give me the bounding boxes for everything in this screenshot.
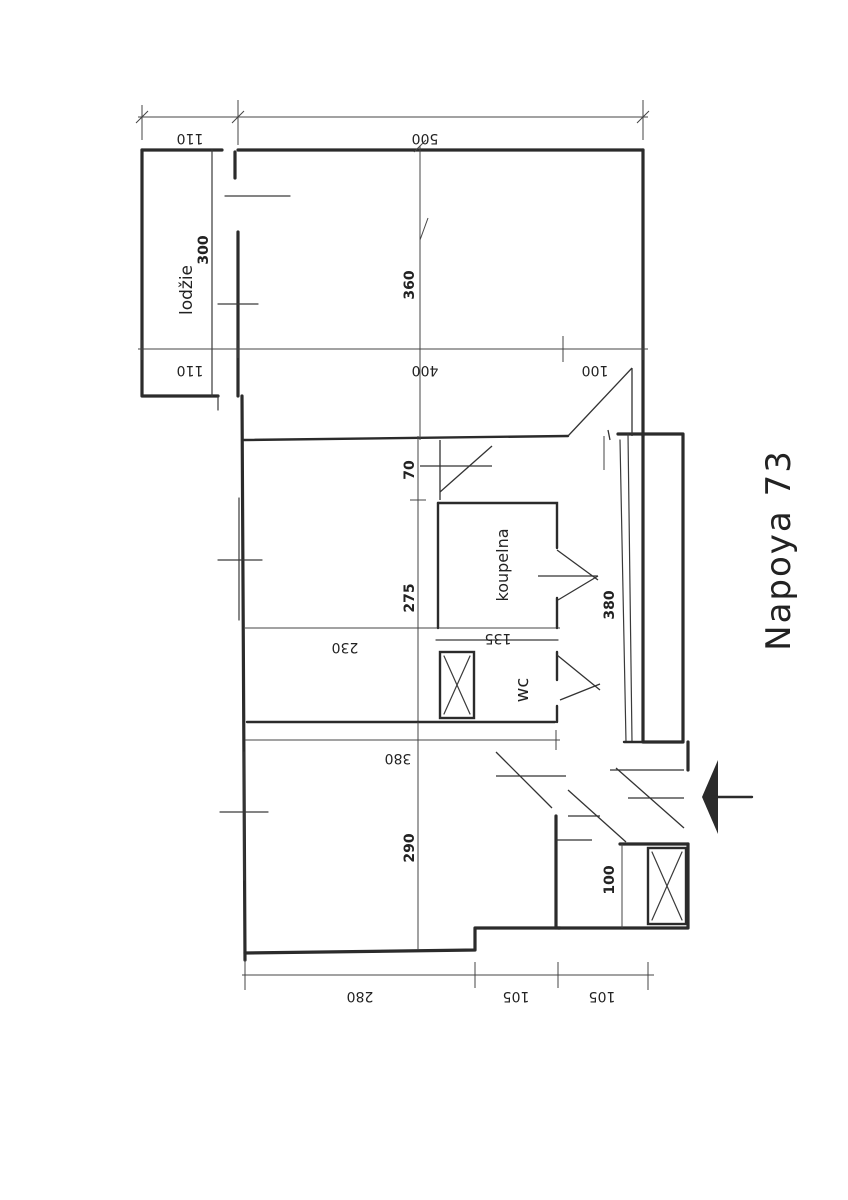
dim-hall-70: 70	[402, 460, 418, 480]
middle-dimension-line	[138, 336, 648, 362]
dim-room2-width: 230	[332, 639, 359, 655]
entrance-arrow-icon	[702, 760, 754, 834]
wc-label: wc	[512, 678, 533, 703]
door-room-1	[567, 367, 633, 441]
room-1	[242, 139, 570, 442]
hallway	[603, 433, 685, 744]
top-dimension-line	[135, 100, 650, 145]
bathroom	[435, 501, 599, 641]
door-room-2	[420, 440, 493, 500]
dim-bottom-right: 105	[589, 988, 616, 1004]
loggia	[140, 148, 224, 411]
dim-loggia-height: 300	[196, 235, 212, 264]
loggia-label: lodžie	[177, 265, 197, 315]
dim-room3-height: 290	[402, 833, 418, 862]
dim-room3-width: 380	[385, 750, 412, 766]
room-3	[245, 722, 560, 950]
storage	[621, 844, 688, 928]
windows	[217, 195, 291, 881]
room-2	[245, 436, 560, 724]
bottom-dimension-line	[242, 960, 654, 990]
bathroom-label: koupelna	[493, 528, 512, 601]
plan-title: Napoya 73	[759, 449, 799, 651]
wc	[438, 650, 601, 724]
dim-room1-height: 360	[402, 270, 418, 299]
dim-top-right: 500	[412, 130, 439, 146]
dim-bottom-left: 280	[347, 988, 374, 1004]
dim-bath-width: 135	[485, 630, 512, 646]
dim-small-100: 100	[602, 865, 618, 894]
dim-hall-length: 380	[602, 590, 618, 619]
outer-walls	[233, 148, 690, 962]
dim-bottom-mid: 105	[503, 988, 530, 1004]
dim-mid-right: 100	[582, 362, 609, 378]
dim-mid-left: 110	[177, 362, 204, 378]
dim-mid-center: 400	[412, 362, 439, 378]
dim-room2-height: 275	[402, 583, 418, 612]
entrance-doors	[495, 751, 685, 843]
dim-top-left: 110	[177, 130, 204, 146]
